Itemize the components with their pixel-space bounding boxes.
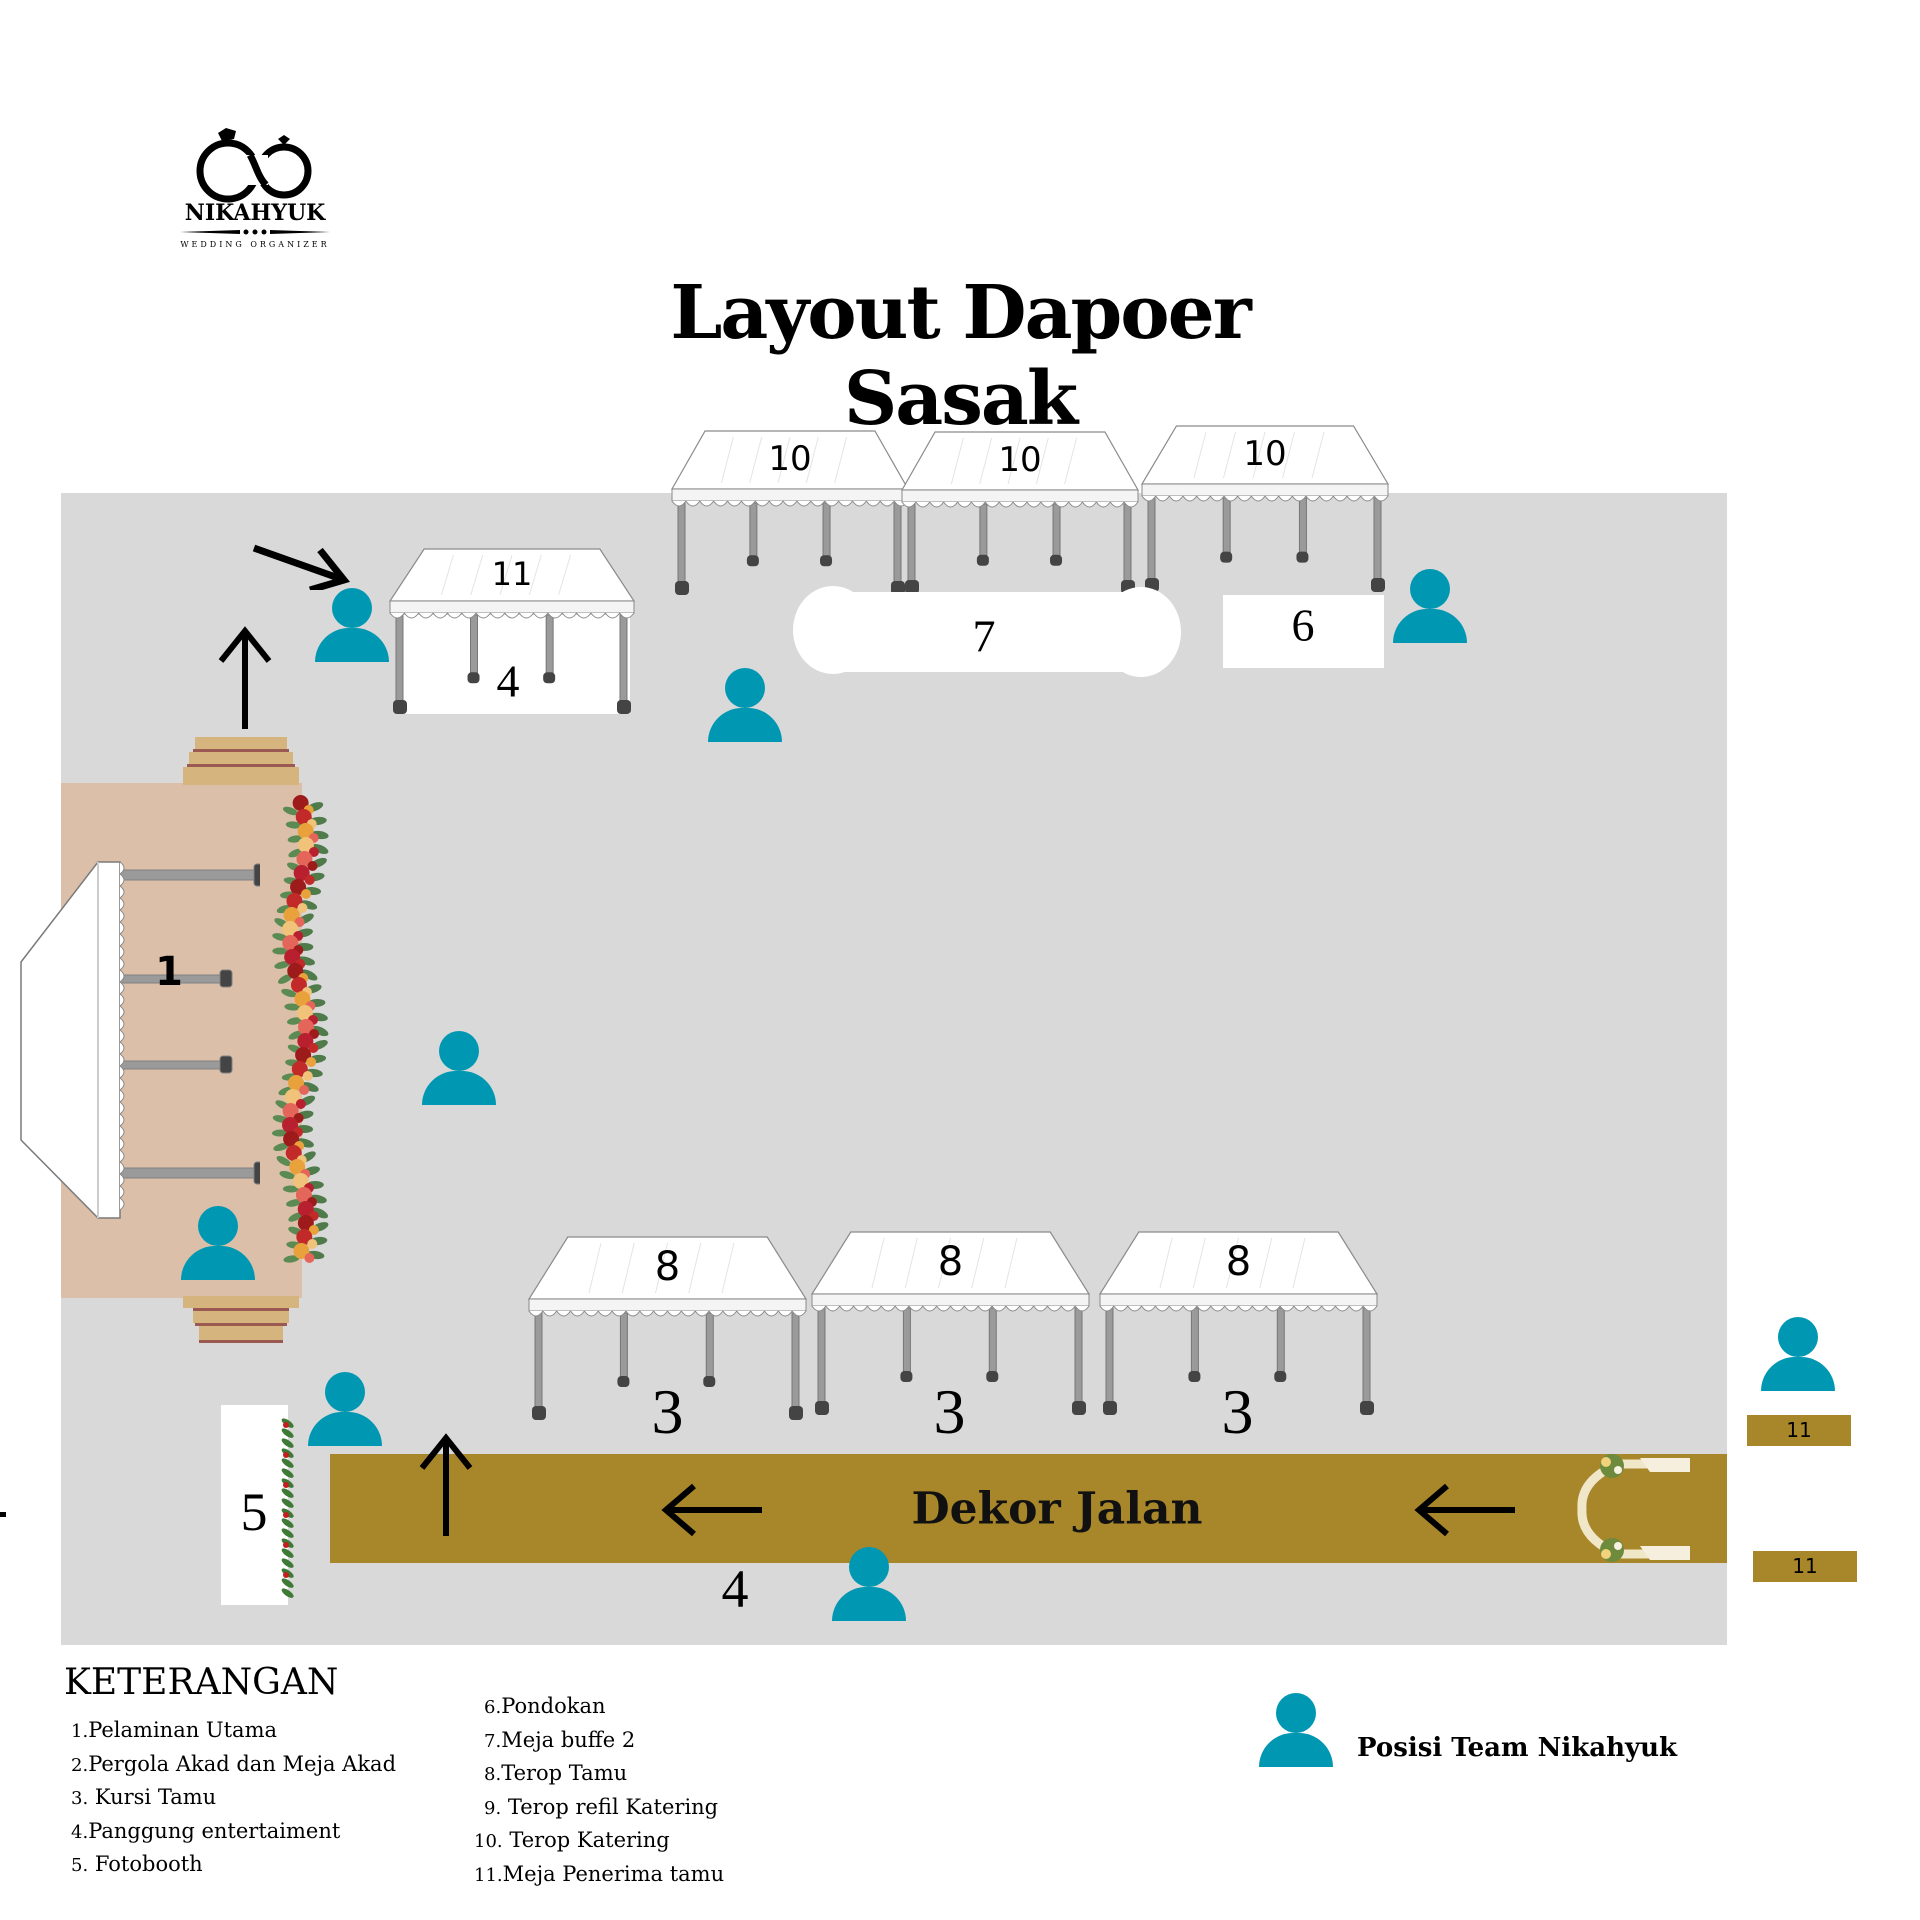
- legend-item-number: 1.: [71, 1721, 89, 1742]
- team-position-icon: [308, 1372, 382, 1446]
- guest-seating-label: 3: [651, 1376, 684, 1447]
- legend-item-number: 9.: [484, 1797, 502, 1819]
- legend-item: 6.Pondokan: [484, 1694, 606, 1718]
- legend-item-number: 2.: [71, 1754, 89, 1776]
- legend-item-number: 8.: [484, 1764, 502, 1785]
- legend-item-number: 5.: [71, 1855, 89, 1876]
- reception-tent: 11: [388, 548, 636, 714]
- catering-tent: 10: [900, 431, 1140, 594]
- guest-tent-label: 8: [937, 1238, 964, 1285]
- rings-logo-icon: [196, 128, 312, 203]
- legend-item-text: Terop Katering: [502, 1828, 670, 1852]
- reception-table-tag: 11: [1753, 1551, 1857, 1582]
- legend-item: 10. Terop Katering: [474, 1828, 670, 1852]
- holly-garland-icon: [281, 1418, 294, 1598]
- legend-item-number: 11.: [474, 1864, 503, 1886]
- legend-item-text: Pelaminan Utama: [88, 1718, 278, 1742]
- logo-tagline: WEDDING ORGANIZER: [180, 240, 330, 249]
- legend-item: 4.Panggung entertaiment: [71, 1819, 340, 1843]
- legend-item-number: 6.: [484, 1697, 502, 1718]
- reception-table-tag: 11: [1747, 1415, 1851, 1446]
- pondokan-label: 6: [1291, 599, 1315, 651]
- logo-divider-icon: [180, 229, 330, 235]
- guest-seating-label: 3: [1221, 1376, 1254, 1447]
- legend-item: 3. Kursi Tamu: [71, 1785, 216, 1809]
- logo-brand: NIKAHYUK: [184, 200, 326, 226]
- legend-item-text: Panggung entertaiment: [88, 1818, 341, 1843]
- legend-item-text: Terop refil Katering: [501, 1794, 719, 1819]
- legend-item-text: Meja Penerima tamu: [502, 1861, 725, 1886]
- guest-tent-label: 8: [654, 1243, 681, 1290]
- team-position-icon: [1761, 1317, 1835, 1391]
- legend-item: 5. Fotobooth: [71, 1852, 203, 1876]
- stage-label-bottom: 4: [721, 1559, 749, 1619]
- arrow-up-icon: [419, 1433, 473, 1536]
- arrow-left-icon: [661, 1483, 762, 1537]
- catering-tent-label: 10: [1243, 433, 1287, 474]
- catering-tent: 10: [1140, 425, 1390, 592]
- legend-item-text: Pergola Akad dan Meja Akad: [88, 1751, 397, 1776]
- flower-garland-icon: [272, 795, 329, 1263]
- guest-tent-label: 8: [1225, 1238, 1252, 1285]
- legend-item: 7.Meja buffe 2: [484, 1728, 635, 1752]
- stage-area-4: [398, 615, 630, 714]
- team-position-icon: [1393, 569, 1467, 643]
- guest-tent: 8: [810, 1231, 1091, 1415]
- team-legend-label: Posisi Team Nikahyuk: [1357, 1733, 1678, 1763]
- fotobooth-label: 5: [240, 1482, 268, 1542]
- stairs-top-icon: [183, 737, 299, 785]
- arrow-up-icon: [218, 626, 272, 729]
- stage-label-top: 4: [496, 655, 520, 707]
- catering-tent-label: 10: [768, 438, 812, 479]
- venue-floor: [61, 493, 1727, 1645]
- pelaminan-label: 1: [155, 949, 183, 995]
- guest-seating-label: 3: [933, 1376, 966, 1447]
- road-label: Dekor Jalan: [911, 1483, 1203, 1535]
- team-position-icon: [1259, 1693, 1333, 1767]
- legend-item-number: 7.: [484, 1730, 502, 1752]
- legend-item-number: 3.: [71, 1788, 89, 1809]
- pondokan-box: [1223, 595, 1384, 668]
- legend-item: 11.Meja Penerima tamu: [474, 1862, 724, 1886]
- pelaminan-tent: [20, 861, 260, 1219]
- legend-item-number: 4.: [71, 1821, 89, 1843]
- legend-item-text: Fotobooth: [88, 1852, 203, 1876]
- legend-item: 9. Terop refil Katering: [484, 1795, 718, 1819]
- legend-item-text: Meja buffe 2: [501, 1727, 636, 1752]
- legend-item: 2.Pergola Akad dan Meja Akad: [71, 1752, 396, 1776]
- reception-tent-label: 11: [491, 554, 533, 593]
- fotobooth: [221, 1405, 288, 1605]
- guest-tent: 8: [527, 1236, 808, 1420]
- arch-decoration-icon: [1577, 1454, 1690, 1562]
- legend-item-text: Terop Tamu: [501, 1761, 628, 1785]
- team-position-icon: [708, 668, 782, 742]
- team-position-icon: [181, 1206, 255, 1280]
- stairs-bottom-icon: [183, 1296, 299, 1343]
- legend-item: 1.Pelaminan Utama: [71, 1718, 277, 1742]
- edge-mark: [0, 1512, 6, 1517]
- catering-tent: 10: [670, 430, 910, 595]
- team-position-icon: [832, 1547, 906, 1621]
- legend-item-number: 10.: [474, 1831, 503, 1852]
- legend-item-text: Pondokan: [501, 1694, 606, 1718]
- arrow-diagonal-icon: [252, 544, 350, 590]
- team-position-icon: [422, 1031, 496, 1105]
- arrow-left-icon: [1414, 1483, 1515, 1537]
- buffet-table: [793, 586, 1181, 677]
- legend-item-text: Kursi Tamu: [88, 1785, 217, 1809]
- buffet-label: 7: [972, 610, 996, 662]
- legend-heading: KETERANGAN: [64, 1662, 339, 1703]
- page-title: Layout Dapoer Sasak: [670, 270, 1251, 442]
- team-position-icon: [315, 588, 389, 662]
- legend-item: 8.Terop Tamu: [484, 1761, 627, 1785]
- guest-tent: 8: [1098, 1231, 1379, 1415]
- catering-tent-label: 10: [998, 439, 1042, 480]
